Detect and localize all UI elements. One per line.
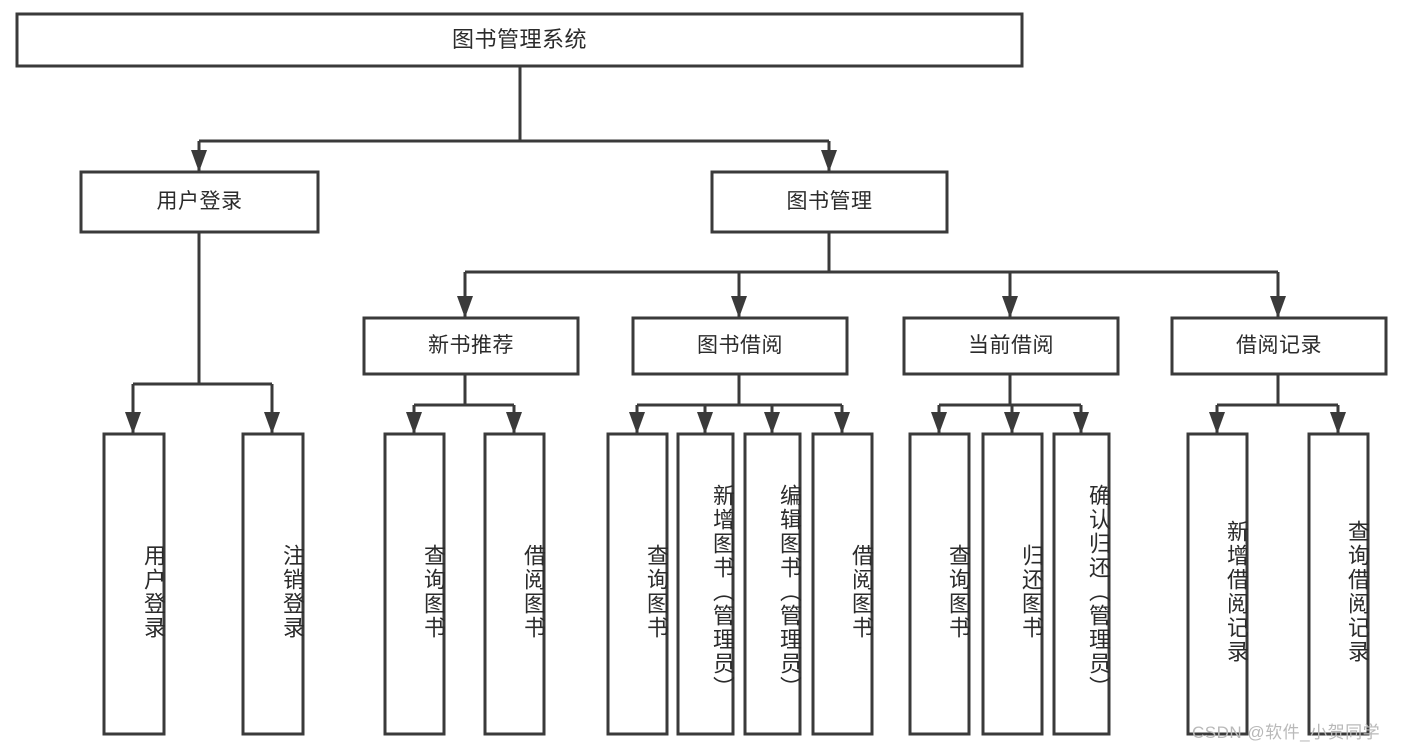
arrow-head-icon bbox=[1073, 412, 1089, 434]
arrow-head-icon bbox=[1002, 296, 1018, 318]
node-book-borrow-hit[interactable] bbox=[633, 318, 847, 374]
arrow-head-icon bbox=[821, 150, 837, 172]
node-leaf-confirm-return-hit[interactable] bbox=[1054, 434, 1109, 734]
node-leaf-query-book-2[interactable] bbox=[606, 432, 669, 736]
node-leaf-user-login-hit[interactable] bbox=[104, 434, 164, 734]
watermark-text: CSDN @软件_小贺同学 bbox=[1192, 723, 1381, 742]
node-leaf-user-login[interactable] bbox=[102, 432, 166, 736]
node-leaf-return-book-hit[interactable] bbox=[983, 434, 1042, 734]
arrow-head-icon bbox=[1004, 412, 1020, 434]
node-leaf-query-record-hit[interactable] bbox=[1309, 434, 1368, 734]
node-book-borrow[interactable] bbox=[631, 316, 849, 376]
edges-layer bbox=[125, 66, 1346, 434]
arrow-head-icon bbox=[697, 412, 713, 434]
node-new-book-recommend[interactable] bbox=[362, 316, 580, 376]
node-book-manage-hit[interactable] bbox=[712, 172, 947, 232]
node-leaf-query-book-3[interactable] bbox=[908, 432, 971, 736]
arrow-head-icon bbox=[191, 150, 207, 172]
node-leaf-edit-book-hit[interactable] bbox=[745, 434, 800, 734]
node-user-login[interactable] bbox=[79, 170, 320, 234]
arrow-head-icon bbox=[1270, 296, 1286, 318]
node-leaf-borrow-book-1-hit[interactable] bbox=[485, 434, 544, 734]
node-leaf-query-book-1[interactable] bbox=[383, 432, 446, 736]
node-borrow-record-hit[interactable] bbox=[1172, 318, 1386, 374]
node-leaf-query-book-3-hit[interactable] bbox=[910, 434, 969, 734]
arrow-head-icon bbox=[764, 412, 780, 434]
node-leaf-user-logout[interactable] bbox=[241, 432, 305, 736]
node-root[interactable] bbox=[15, 12, 1024, 68]
node-book-manage[interactable] bbox=[710, 170, 949, 234]
arrow-head-icon bbox=[406, 412, 422, 434]
node-leaf-add-book[interactable] bbox=[676, 432, 735, 736]
node-borrow-record[interactable] bbox=[1170, 316, 1388, 376]
node-leaf-add-record-hit[interactable] bbox=[1188, 434, 1247, 734]
node-leaf-user-logout-hit[interactable] bbox=[243, 434, 303, 734]
node-current-borrow[interactable] bbox=[902, 316, 1120, 376]
node-leaf-return-book[interactable] bbox=[981, 432, 1044, 736]
node-leaf-query-record[interactable] bbox=[1307, 432, 1370, 736]
arrow-head-icon bbox=[629, 412, 645, 434]
arrow-head-icon bbox=[457, 296, 473, 318]
node-leaf-add-record[interactable] bbox=[1186, 432, 1249, 736]
boxes-layer bbox=[15, 12, 1388, 736]
node-leaf-query-book-2-hit[interactable] bbox=[608, 434, 667, 734]
node-current-borrow-hit[interactable] bbox=[904, 318, 1118, 374]
arrow-head-icon bbox=[731, 296, 747, 318]
arrow-head-icon bbox=[834, 412, 850, 434]
node-leaf-borrow-book-1[interactable] bbox=[483, 432, 546, 736]
node-leaf-edit-book[interactable] bbox=[743, 432, 802, 736]
arrow-head-icon bbox=[931, 412, 947, 434]
arrow-head-icon bbox=[506, 412, 522, 434]
arrow-head-icon bbox=[125, 412, 141, 434]
node-leaf-add-book-hit[interactable] bbox=[678, 434, 733, 734]
node-leaf-borrow-book-2[interactable] bbox=[811, 432, 874, 736]
node-user-login-hit[interactable] bbox=[81, 172, 318, 232]
arrow-head-icon bbox=[1330, 412, 1346, 434]
arrow-head-icon bbox=[1209, 412, 1225, 434]
node-leaf-confirm-return[interactable] bbox=[1052, 432, 1111, 736]
node-leaf-query-book-1-hit[interactable] bbox=[385, 434, 444, 734]
node-new-book-recommend-hit[interactable] bbox=[364, 318, 578, 374]
node-leaf-borrow-book-2-hit[interactable] bbox=[813, 434, 872, 734]
arrow-head-icon bbox=[264, 412, 280, 434]
node-root-hit[interactable] bbox=[17, 14, 1022, 66]
